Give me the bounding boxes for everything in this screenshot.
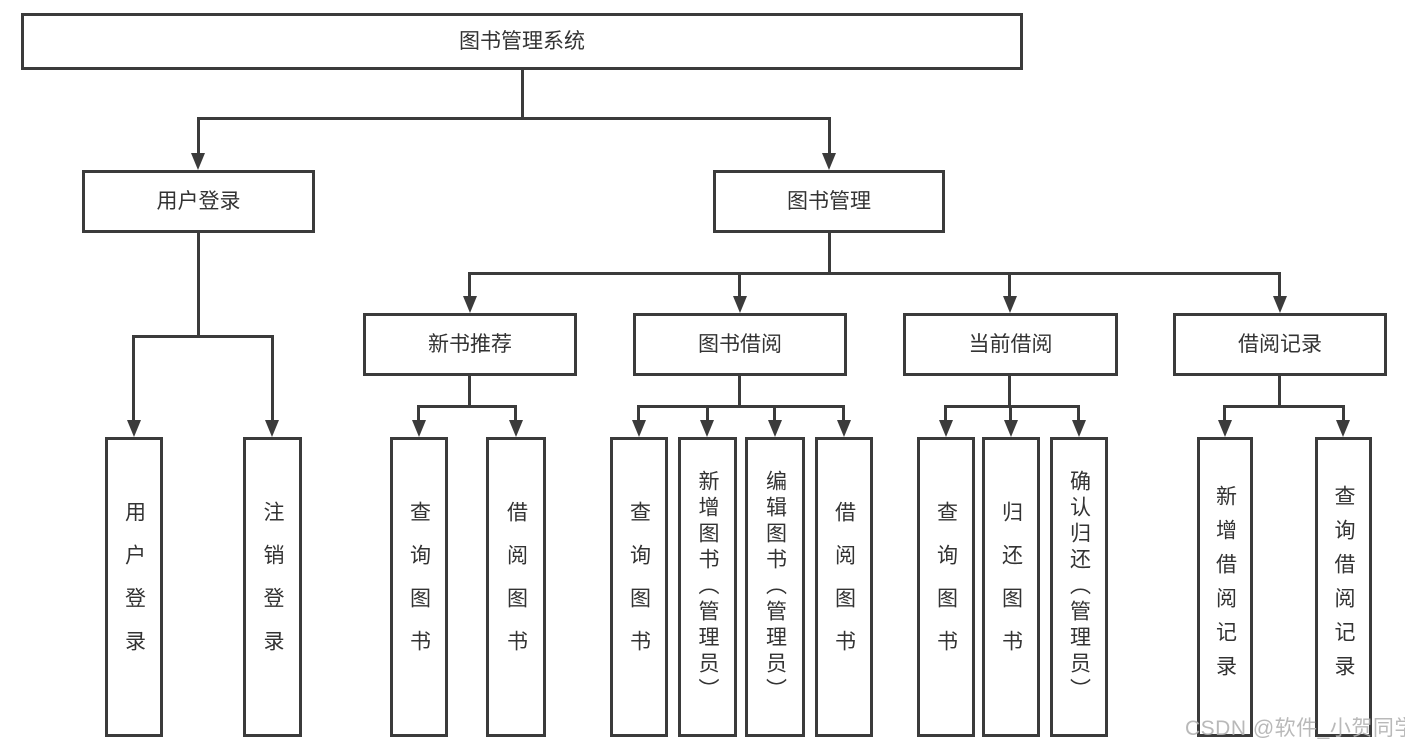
leaf-return-books: 归还图书 — [982, 437, 1040, 737]
connector-line — [417, 405, 517, 408]
leaf-query-books-current-label: 查询图书 — [934, 501, 958, 673]
leaf-borrow-books-label: 借阅图书 — [832, 501, 856, 673]
connector-arrowhead — [822, 153, 836, 170]
connector-line — [828, 232, 831, 274]
leaf-logout: 注销登录 — [243, 437, 302, 737]
connector-line — [1077, 405, 1080, 424]
connector-line — [944, 405, 947, 424]
connector-line — [1223, 405, 1345, 408]
connector-line — [842, 405, 845, 424]
connector-arrowhead — [1003, 296, 1017, 313]
connector-arrowhead — [1273, 296, 1287, 313]
node-book-management: 图书管理 — [713, 170, 945, 233]
node-new-book-recommend: 新书推荐 — [363, 313, 577, 376]
leaf-query-borrow-record-label: 查询借阅记录 — [1332, 485, 1355, 689]
leaf-borrow-books-recommend-label: 借阅图书 — [504, 501, 528, 673]
connector-line — [1223, 405, 1226, 424]
connector-line — [738, 375, 741, 407]
connector-arrowhead — [412, 420, 426, 437]
leaf-query-books-recommend-label: 查询图书 — [407, 501, 431, 673]
leaf-query-books-borrow-label: 查询图书 — [627, 501, 651, 673]
watermark: CSDN @软件_小贺同学 — [1185, 717, 1405, 740]
node-new-book-recommend-label: 新书推荐 — [428, 333, 512, 356]
node-book-borrow-label: 图书借阅 — [698, 333, 782, 356]
node-book-borrow: 图书借阅 — [633, 313, 847, 376]
connector-line — [132, 335, 274, 338]
leaf-user-login: 用户登录 — [105, 437, 163, 737]
connector-line — [773, 405, 776, 424]
node-user-login-label: 用户登录 — [156, 190, 241, 213]
leaf-user-login-label: 用户登录 — [122, 501, 146, 673]
leaf-borrow-books: 借阅图书 — [815, 437, 873, 737]
connector-arrowhead — [768, 420, 782, 437]
connector-line — [944, 405, 1080, 408]
connector-arrowhead — [1218, 420, 1232, 437]
node-borrow-records: 借阅记录 — [1173, 313, 1387, 376]
connector-arrowhead — [191, 153, 205, 170]
connector-line — [1342, 405, 1345, 424]
connector-line — [521, 69, 524, 119]
connector-arrowhead — [127, 420, 141, 437]
leaf-return-books-label: 归还图书 — [999, 501, 1023, 673]
node-user-login: 用户登录 — [82, 170, 315, 233]
node-root-label: 图书管理系统 — [459, 30, 585, 53]
connector-line — [637, 405, 845, 408]
node-borrow-records-label: 借阅记录 — [1238, 333, 1322, 356]
connector-line — [197, 232, 200, 337]
connector-arrowhead — [733, 296, 747, 313]
connector-line — [738, 272, 741, 300]
leaf-add-borrow-record: 新增借阅记录 — [1197, 437, 1253, 737]
connector-line — [1009, 405, 1012, 424]
leaf-add-borrow-record-label: 新增借阅记录 — [1213, 485, 1237, 689]
connector-line — [514, 405, 517, 424]
node-current-borrow: 当前借阅 — [903, 313, 1118, 376]
connector-line — [197, 117, 200, 156]
node-book-management-label: 图书管理 — [787, 190, 871, 213]
leaf-add-books-admin: 新增图书（管理员） — [678, 437, 737, 737]
connector-arrowhead — [837, 420, 851, 437]
connector-line — [197, 117, 831, 120]
connector-line — [1008, 272, 1011, 300]
connector-arrowhead — [939, 420, 953, 437]
connector-line — [828, 117, 831, 156]
leaf-edit-books-admin: 编辑图书（管理员） — [745, 437, 805, 737]
leaf-query-books-borrow: 查询图书 — [610, 437, 668, 737]
connector-line — [637, 405, 640, 424]
connector-line — [468, 375, 471, 407]
connector-line — [1278, 272, 1281, 300]
connector-line — [468, 272, 1281, 275]
connector-line — [706, 405, 709, 424]
connector-line — [132, 335, 135, 424]
connector-line — [271, 335, 274, 424]
connector-arrowhead — [1072, 420, 1086, 437]
connector-arrowhead — [463, 296, 477, 313]
connector-line — [1278, 375, 1281, 407]
connector-arrowhead — [509, 420, 523, 437]
connector-arrowhead — [700, 420, 714, 437]
node-current-borrow-label: 当前借阅 — [968, 333, 1053, 356]
connector-arrowhead — [265, 420, 279, 437]
connector-line — [468, 272, 471, 300]
connector-line — [1008, 375, 1011, 407]
leaf-borrow-books-recommend: 借阅图书 — [486, 437, 546, 737]
connector-line — [417, 405, 420, 424]
connector-arrowhead — [1004, 420, 1018, 437]
leaf-query-borrow-record: 查询借阅记录 — [1315, 437, 1372, 737]
leaf-logout-label: 注销登录 — [261, 501, 284, 673]
leaf-confirm-return-admin-label: 确认归还（管理员） — [1067, 470, 1091, 704]
leaf-query-books-current: 查询图书 — [917, 437, 975, 737]
node-root: 图书管理系统 — [21, 13, 1023, 70]
leaf-add-books-admin-label: 新增图书（管理员） — [696, 470, 719, 704]
leaf-query-books-recommend: 查询图书 — [390, 437, 448, 737]
connector-arrowhead — [632, 420, 646, 437]
connector-arrowhead — [1336, 420, 1350, 437]
leaf-confirm-return-admin: 确认归还（管理员） — [1050, 437, 1108, 737]
leaf-edit-books-admin-label: 编辑图书（管理员） — [763, 470, 787, 704]
